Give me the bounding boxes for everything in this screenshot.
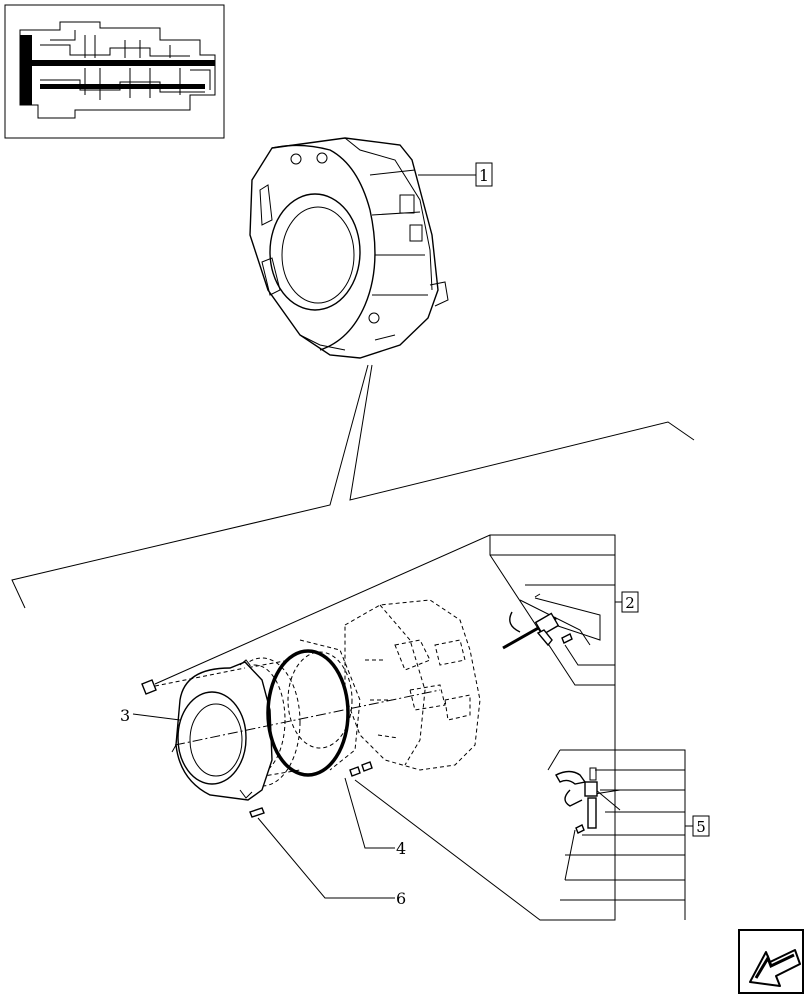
callout-2-label: 2	[625, 594, 635, 612]
small-bolts	[349, 761, 373, 777]
piston-plate	[287, 639, 361, 771]
bolt	[141, 667, 246, 695]
callout-6-label: 6	[396, 889, 406, 908]
locator-thumbnail	[4, 4, 225, 139]
detail-group-2	[489, 535, 622, 686]
callout-5-label: 5	[696, 818, 706, 836]
callout-5: 5	[692, 815, 710, 837]
clutch-assembly	[249, 137, 449, 359]
detail-group-5	[547, 749, 693, 920]
callout-1-label: 1	[479, 166, 489, 185]
pressure-plate	[171, 659, 273, 801]
housing-outline	[344, 599, 481, 771]
center-axis	[174, 689, 441, 746]
previous-page-arrow-icon[interactable]	[738, 929, 804, 994]
snap-ring	[266, 649, 350, 777]
callout-3-label: 3	[120, 706, 130, 725]
callout-2: 2	[621, 591, 639, 613]
leader-lines-main	[132, 534, 616, 921]
pin	[249, 807, 265, 818]
callout-1: 1	[475, 162, 493, 187]
transmission-section-thumbnail	[19, 21, 216, 119]
callout-4-label: 4	[396, 839, 406, 858]
zoom-wedge	[11, 364, 695, 609]
